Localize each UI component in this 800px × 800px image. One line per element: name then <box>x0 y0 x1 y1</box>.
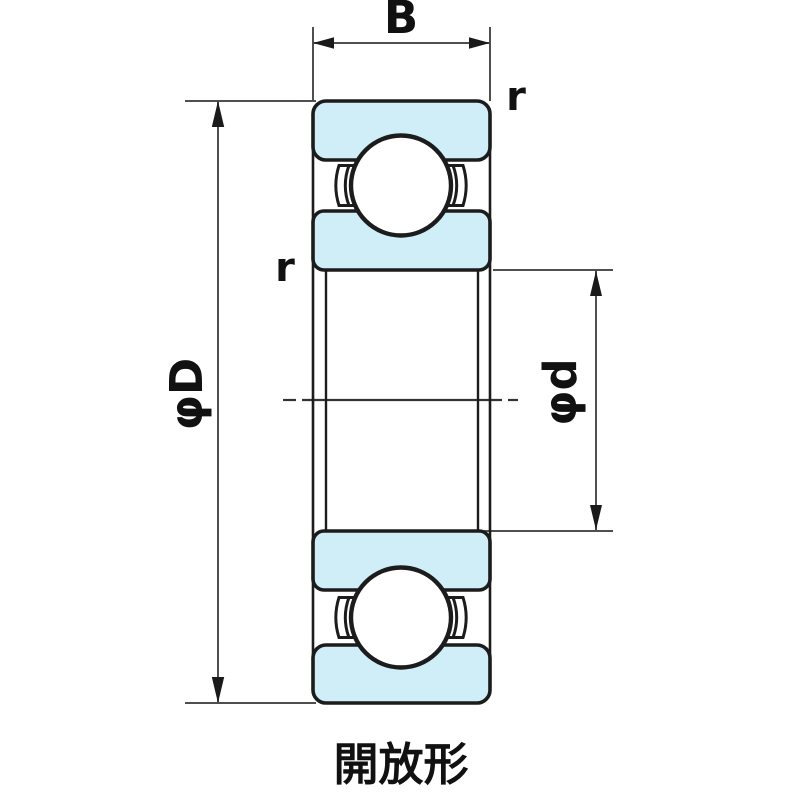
b-arrow-right <box>469 37 490 49</box>
inner-chamfer-label: r <box>275 245 295 291</box>
dimension-bore-diameter: φd <box>481 269 613 532</box>
cage-top-right-outer <box>446 164 468 207</box>
cage-bottom-left-outer <box>334 596 356 639</box>
cage-top-left-inner <box>343 164 351 207</box>
outer-chamfer-label: r <box>506 74 526 120</box>
cage-top-right-inner <box>451 164 459 207</box>
b-arrow-left <box>313 37 334 49</box>
ball-bottom <box>348 565 454 670</box>
d-bore-arrow-bottom <box>590 505 602 530</box>
width-label: B <box>384 0 418 44</box>
d-bore-arrow-top <box>590 271 602 296</box>
ball-top <box>348 133 454 238</box>
cage-bottom-right-inner <box>451 596 459 639</box>
outer-diameter-label: φD <box>160 358 213 431</box>
cage-bottom-left-inner <box>343 596 351 639</box>
dimension-outer-diameter: φD <box>160 100 316 704</box>
dimension-width-b: B <box>312 0 491 101</box>
cage-bottom-right-outer <box>446 596 468 639</box>
bearing-type-caption: 開放形 <box>333 738 468 791</box>
d-outer-arrow-top <box>211 101 225 127</box>
bore-diameter-label: φd <box>534 358 587 425</box>
cage-top-left-outer <box>334 164 356 207</box>
d-outer-arrow-bottom <box>211 677 225 703</box>
bearing-section <box>311 99 492 705</box>
